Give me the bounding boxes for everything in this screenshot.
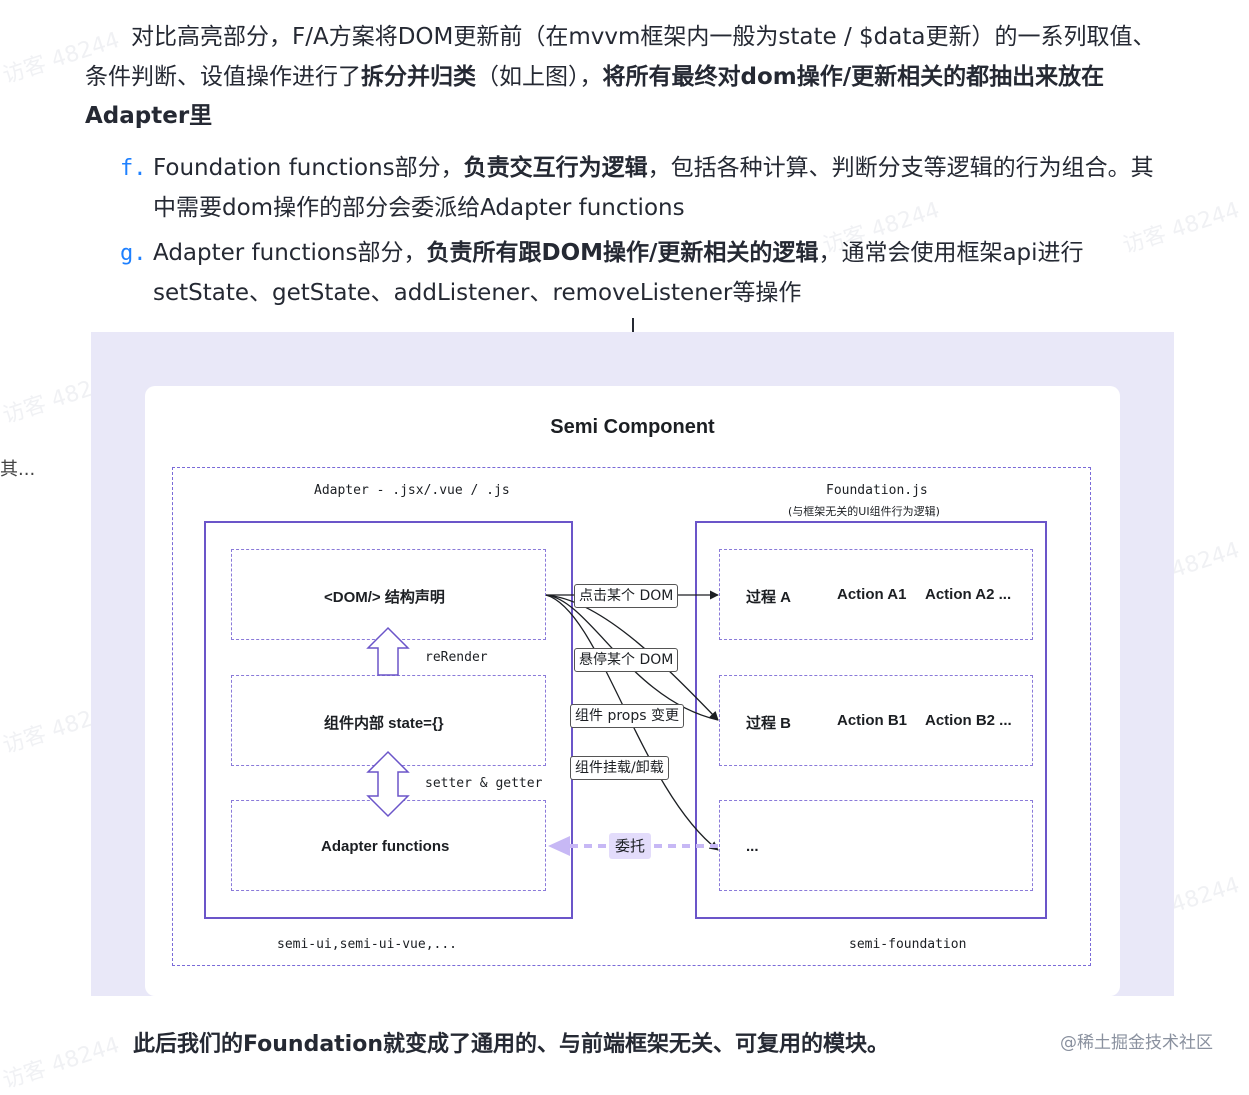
list-item: f. Foundation functions部分，负责交互行为逻辑，包括各种计… xyxy=(120,149,1170,228)
setter-getter-arrow-icon xyxy=(366,750,410,818)
process-more-name: ... xyxy=(746,838,759,855)
list-item-tail: ，包括各种计算、判断分支等逻辑的行为组合。其中需要dom操作的部分会委派给Ada… xyxy=(153,155,1154,221)
event-label-click: 点击某个 DOM xyxy=(574,584,679,608)
rerender-arrow-icon xyxy=(366,626,410,676)
process-a-action-1: Action A1 xyxy=(837,586,907,603)
intro-text-1: 对比高亮部分，F/A方案将DOM更新前（在mvvm框架内一般为state / $… xyxy=(85,24,1156,90)
process-b-action-1: Action B1 xyxy=(837,712,908,729)
foundation-panel xyxy=(695,521,1047,919)
diagram-card: Semi Component xyxy=(145,386,1120,996)
setter-getter-label: setter & getter xyxy=(425,776,543,791)
list-marker: g. xyxy=(120,241,147,266)
list-item-lead: Foundation functions部分， xyxy=(153,155,464,181)
hover-dom-arrow xyxy=(545,594,719,721)
list-item-bold: 负责所有跟DOM操作/更新相关的逻辑 xyxy=(426,240,819,266)
process-b-action-2: Action B2 ... xyxy=(925,712,1012,729)
list-marker: f. xyxy=(120,156,147,181)
event-label-hover: 悬停某个 DOM xyxy=(574,648,679,672)
list-item-lead: Adapter functions部分， xyxy=(153,240,427,266)
process-b-name: 过程 B xyxy=(746,715,792,732)
list-item: g. Adapter functions部分，负责所有跟DOM操作/更新相关的逻… xyxy=(120,234,1170,313)
process-a-name: 过程 A xyxy=(746,589,792,606)
component-boundary xyxy=(172,467,1091,966)
event-label-props: 组件 props 变更 xyxy=(570,704,684,728)
list-item-bold: 负责交互行为逻辑 xyxy=(463,155,648,181)
process-b-block xyxy=(719,675,1033,766)
intro-paragraph: 对比高亮部分，F/A方案将DOM更新前（在mvvm框架内一般为state / $… xyxy=(85,18,1165,137)
delegate-label: 委托 xyxy=(609,833,652,859)
event-label-mount: 组件挂载/卸载 xyxy=(570,756,669,780)
intro-bold-2: 将所有最终对dom操作/更新相关的都抽出来放在Adapter里 xyxy=(85,63,1105,130)
adapter-footer: semi-ui,semi-ui-vue,... xyxy=(277,937,458,952)
process-a-action-2: Action A2 ... xyxy=(925,586,1012,603)
adapter-header: Adapter - .jsx/.vue / .js xyxy=(314,483,510,498)
list-item-tail: ，通常会使用框架api进行setState、getState、addListen… xyxy=(153,240,1084,306)
state-block-label: 组件内部 state={} xyxy=(324,715,444,732)
intro-bold-1: 拆分并归类 xyxy=(361,63,476,90)
intro-text-2: （如上图）， xyxy=(476,63,603,90)
diagram-figure: Semi Component xyxy=(91,332,1174,996)
foundation-header: Foundation.js xyxy=(826,483,928,498)
brand-watermark: @稀土掘金技术社区 xyxy=(1060,1033,1213,1053)
foundation-footer: semi-foundation xyxy=(849,937,967,952)
dom-block-label: <DOM/> 结构声明 xyxy=(324,589,445,606)
delegate-arrowhead-icon xyxy=(548,836,570,856)
sidebar-fragment[interactable]: 其... xyxy=(0,459,36,480)
rerender-label: reRender xyxy=(425,650,488,665)
adapter-functions-label: Adapter functions xyxy=(321,838,450,855)
closing-sentence: 此后我们的Foundation就变成了通用的、与前端框架无关、可复用的模块。 xyxy=(133,1032,890,1057)
foundation-subtitle: (与框架无关的UI组件行为逻辑) xyxy=(788,505,940,518)
process-more-block xyxy=(719,800,1033,891)
diagram-title: Semi Component xyxy=(550,416,715,438)
process-a-block xyxy=(719,549,1033,640)
